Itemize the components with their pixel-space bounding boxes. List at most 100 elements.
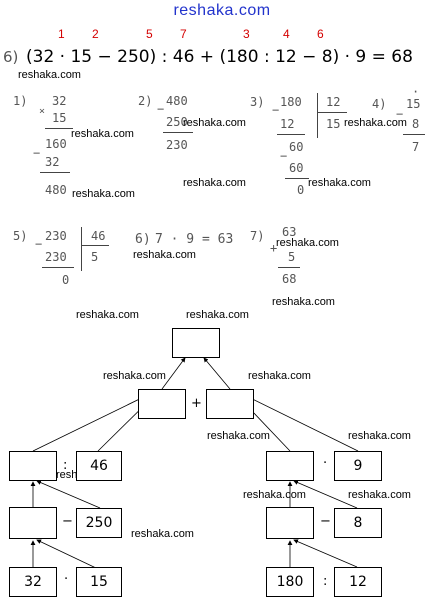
watermark: reshaka.com (183, 177, 246, 189)
step2-result: 230 (166, 138, 188, 152)
rule (81, 245, 109, 246)
order-number: 4 (283, 27, 290, 41)
step4-a: 15 (406, 97, 421, 111)
step1-p2: 32 (45, 155, 60, 169)
order-number: 3 (243, 27, 250, 41)
value-box: 9 (334, 451, 382, 481)
step5-quotient: 5 (91, 250, 99, 264)
watermark: reshaka.com (131, 528, 194, 540)
step3-dividend: 180 (280, 95, 302, 109)
value-box: 250 (76, 508, 122, 538)
step3-minus: − (280, 149, 288, 163)
left-sum-box (138, 389, 186, 419)
step1-minus: − (33, 146, 41, 160)
watermark: reshaka.com (72, 188, 135, 200)
division-bar (81, 227, 82, 271)
step7-result: 68 (282, 272, 297, 286)
equation: (32 · 15 − 250) : 46 + (180 : 12 − 8) · … (26, 47, 413, 67)
minus-operator: − (62, 514, 73, 529)
step5-dividend: 230 (45, 229, 67, 243)
step3-r1: 12 (280, 117, 295, 131)
order-number: 1 (58, 27, 65, 41)
rule (285, 178, 309, 179)
plus-operator: + (191, 396, 202, 411)
watermark: reshaka.com (348, 430, 411, 442)
step-label: 1) (13, 94, 28, 108)
step1-p1: 160 (45, 137, 67, 151)
watermark: reshaka.com (344, 117, 407, 129)
order-number: 6 (317, 27, 324, 41)
watermark: reshaka.com (71, 128, 134, 140)
step7-a: 63 (282, 225, 297, 239)
watermark: reshaka.com (133, 249, 196, 261)
step4-minus: − (396, 107, 404, 121)
step-label: 2) (138, 94, 153, 108)
step4-dot: · (412, 85, 420, 99)
rule (317, 112, 347, 113)
right-mul-box (266, 451, 314, 481)
step3-divisor: 12 (326, 95, 341, 109)
watermark: reshaka.com (186, 309, 249, 321)
step5-divisor: 46 (91, 229, 106, 243)
step7-op: + (270, 241, 278, 255)
watermark: reshaka.com (183, 117, 246, 129)
step3-rem: 0 (297, 183, 305, 197)
step5-rem: 0 (62, 273, 70, 287)
left-div-box (9, 451, 57, 481)
left-minus-box (9, 507, 57, 539)
step-label: 4) (372, 97, 387, 111)
step-label: 3) (250, 95, 265, 109)
order-number: 7 (180, 27, 187, 41)
order-number: 2 (92, 27, 99, 41)
watermark: reshaka.com (272, 296, 335, 308)
rule (278, 267, 300, 268)
div-operator: : (323, 574, 328, 589)
step5-minus: − (35, 237, 43, 251)
step4-result: 7 (412, 140, 420, 154)
rule (163, 132, 193, 133)
result-box (172, 328, 220, 358)
step3-r3: 60 (289, 161, 304, 175)
value-box: 12 (334, 567, 382, 597)
mul-operator: · (64, 572, 69, 587)
step7-b: 5 (288, 250, 296, 264)
right-sum-box (206, 389, 254, 419)
minus-operator: − (320, 514, 331, 529)
value-box: 180 (266, 567, 314, 597)
watermark: reshaka.com (348, 489, 411, 501)
division-bar (317, 93, 318, 138)
watermark: reshaka.com (276, 237, 339, 249)
rule (403, 134, 425, 135)
step2-b: 250 (166, 115, 188, 129)
right-minus-box (266, 507, 314, 539)
watermark: reshaka.com (207, 430, 270, 442)
mul-operator: · (323, 456, 328, 471)
rule (277, 134, 305, 135)
step2-op: − (157, 102, 165, 116)
step6-text: 7 · 9 = 63 (155, 232, 234, 247)
step5-r1: 230 (45, 250, 67, 264)
div-operator: : (63, 458, 68, 473)
watermark: reshaka.com (308, 177, 371, 189)
value-box: 32 (9, 567, 57, 597)
watermark: reshaka.com (248, 370, 311, 382)
step1-result: 480 (45, 183, 67, 197)
step-label: 6) (135, 232, 151, 247)
value-box: 8 (334, 508, 382, 538)
watermark: reshaka.com (103, 370, 166, 382)
order-number: 5 (146, 27, 153, 41)
equation-label: 6) (3, 48, 19, 66)
rule (45, 128, 73, 129)
watermark: reshaka.com (76, 309, 139, 321)
step-label: 5) (13, 229, 28, 243)
step1-op: × (39, 106, 46, 117)
watermark: reshaka.com (18, 69, 81, 81)
step2-a: 480 (166, 94, 188, 108)
value-box: 15 (76, 567, 122, 597)
step4-b: 8 (412, 117, 420, 131)
step1-a: 32 (52, 94, 67, 108)
site-header: reshaka.com (173, 2, 271, 19)
step3-r2: 60 (289, 140, 304, 154)
step3-quotient: 15 (326, 117, 341, 131)
step-label: 7) (250, 229, 265, 243)
